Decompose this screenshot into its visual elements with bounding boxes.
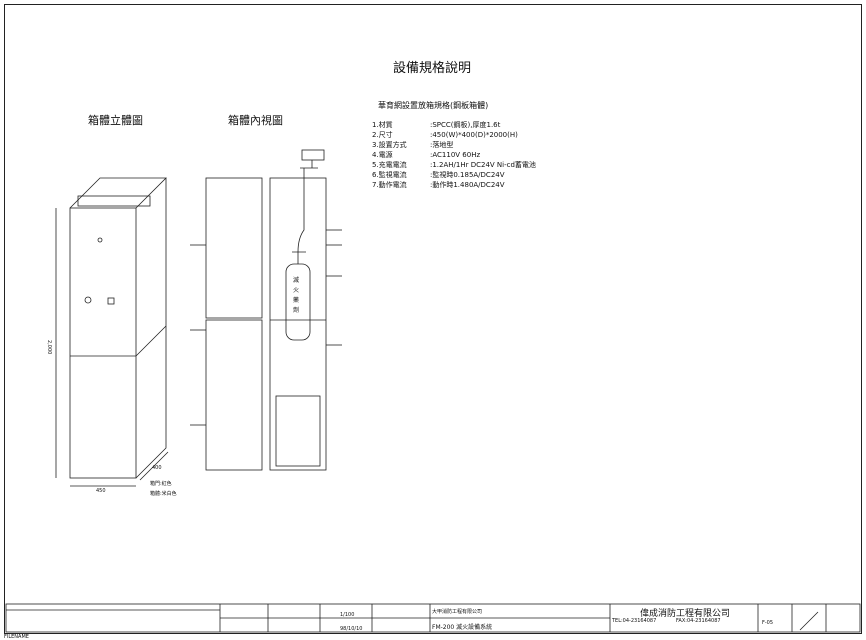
height-dimension: 2,000 <box>46 340 52 355</box>
legend-body: 箱體:米白色 <box>150 491 177 497</box>
width-dimension: 450 <box>96 488 106 494</box>
drawing-name: FM-200 滅火設備系統 <box>432 624 493 631</box>
company-fax: FAX:04-23164087 <box>676 618 721 624</box>
project-name: 大甲消防工程有限公司 <box>432 609 483 615</box>
depth-dimension: 400 <box>152 465 162 471</box>
spec-row: 6.監視電流 :監視時0.185A/DC24V <box>372 170 505 180</box>
legend-door: 箱門:紅色 <box>150 481 172 487</box>
spec-title: 華育網設置放箱規格(鋼板箱體) <box>378 101 489 110</box>
spec-key: 5.充電電流 <box>372 161 407 169</box>
spec-value: :SPCC(鋼板),厚度1.6t <box>430 121 501 129</box>
spec-key: 4.電源 <box>372 151 393 159</box>
spec-key: 2.尺寸 <box>372 131 393 139</box>
spec-value: :落地型 <box>430 141 454 149</box>
spec-row: 1.材質 :SPCC(鋼板),厚度1.6t <box>372 120 500 130</box>
spec-value: :動作時1.480A/DC24V <box>430 181 505 189</box>
spec-row: 5.充電電流 :1.2AH/1Hr DC24V Ni-cd蓄電池 <box>372 160 536 170</box>
spec-value: :450(W)*400(D)*2000(H) <box>430 131 518 139</box>
scale-value: 1/100 <box>340 612 355 618</box>
cylinder-label: 滅火藥劑 <box>293 277 300 314</box>
spec-row: 2.尺寸 :450(W)*400(D)*2000(H) <box>372 130 518 140</box>
company-name: 偉成消防工程有限公司 <box>640 609 731 619</box>
page-title: 設備規格說明 <box>393 61 472 76</box>
drawing-number: F-05 <box>762 620 774 626</box>
spec-key: 7.動作電流 <box>372 181 407 189</box>
spec-value: :AC110V 60Hz <box>430 151 481 159</box>
drawing-sheet <box>4 4 862 634</box>
spec-key: 6.監視電流 <box>372 171 407 179</box>
right-view-title: 箱體內視圖 <box>228 114 283 127</box>
date-value: 98/10/10 <box>340 626 363 632</box>
spec-value: :監視時0.185A/DC24V <box>430 171 505 179</box>
spec-value: :1.2AH/1Hr DC24V Ni-cd蓄電池 <box>430 161 536 169</box>
spec-row: 7.動作電流 :動作時1.480A/DC24V <box>372 180 505 190</box>
filename-label: FILENAME <box>4 634 29 640</box>
company-tel: TEL:04-23164087 <box>612 618 657 624</box>
spec-row: 3.設置方式 :落地型 <box>372 140 453 150</box>
spec-row: 4.電源 :AC110V 60Hz <box>372 150 480 160</box>
spec-key: 1.材質 <box>372 121 393 129</box>
left-view-title: 箱體立體圖 <box>88 114 143 127</box>
spec-key: 3.設置方式 <box>372 141 407 149</box>
